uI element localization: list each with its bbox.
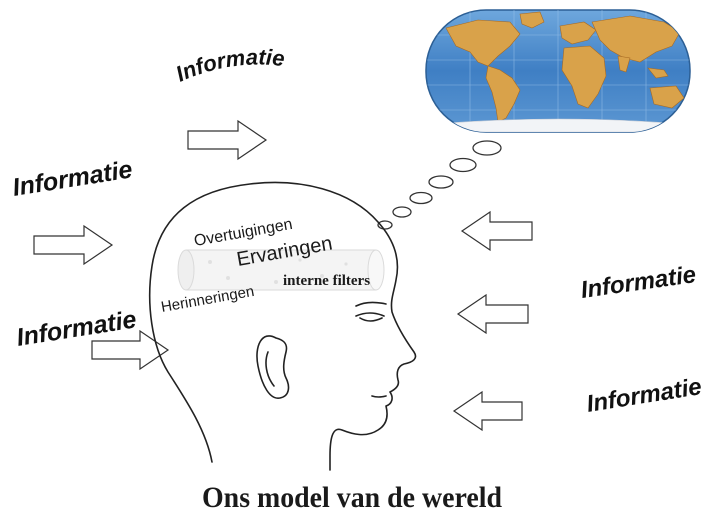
arrow-left-upper: [33, 224, 114, 266]
filter-cylinder-icon: [177, 249, 385, 291]
info-label-left-upper: Informatie: [11, 155, 135, 202]
arrow-right-upper: [460, 210, 533, 252]
outline-arrow-icon: [33, 119, 533, 432]
info-label-right-upper: Informatie: [579, 261, 698, 304]
caption-title: Ons model van de wereld: [202, 481, 502, 514]
head-profile-icon: [148, 181, 417, 471]
thought-bubble-icon: [377, 140, 502, 230]
world-map-icon: [425, 9, 691, 133]
arrow-right-middle: [456, 293, 529, 335]
arrow-top: [187, 119, 268, 161]
info-label-right-lower: Informatie: [585, 373, 704, 418]
brain-word-interne-filters: interne filters: [283, 273, 370, 289]
info-label-curved: Informatie: [172, 44, 286, 86]
arrow-left-lower: [91, 329, 170, 371]
arrow-right-lower: [452, 390, 523, 432]
